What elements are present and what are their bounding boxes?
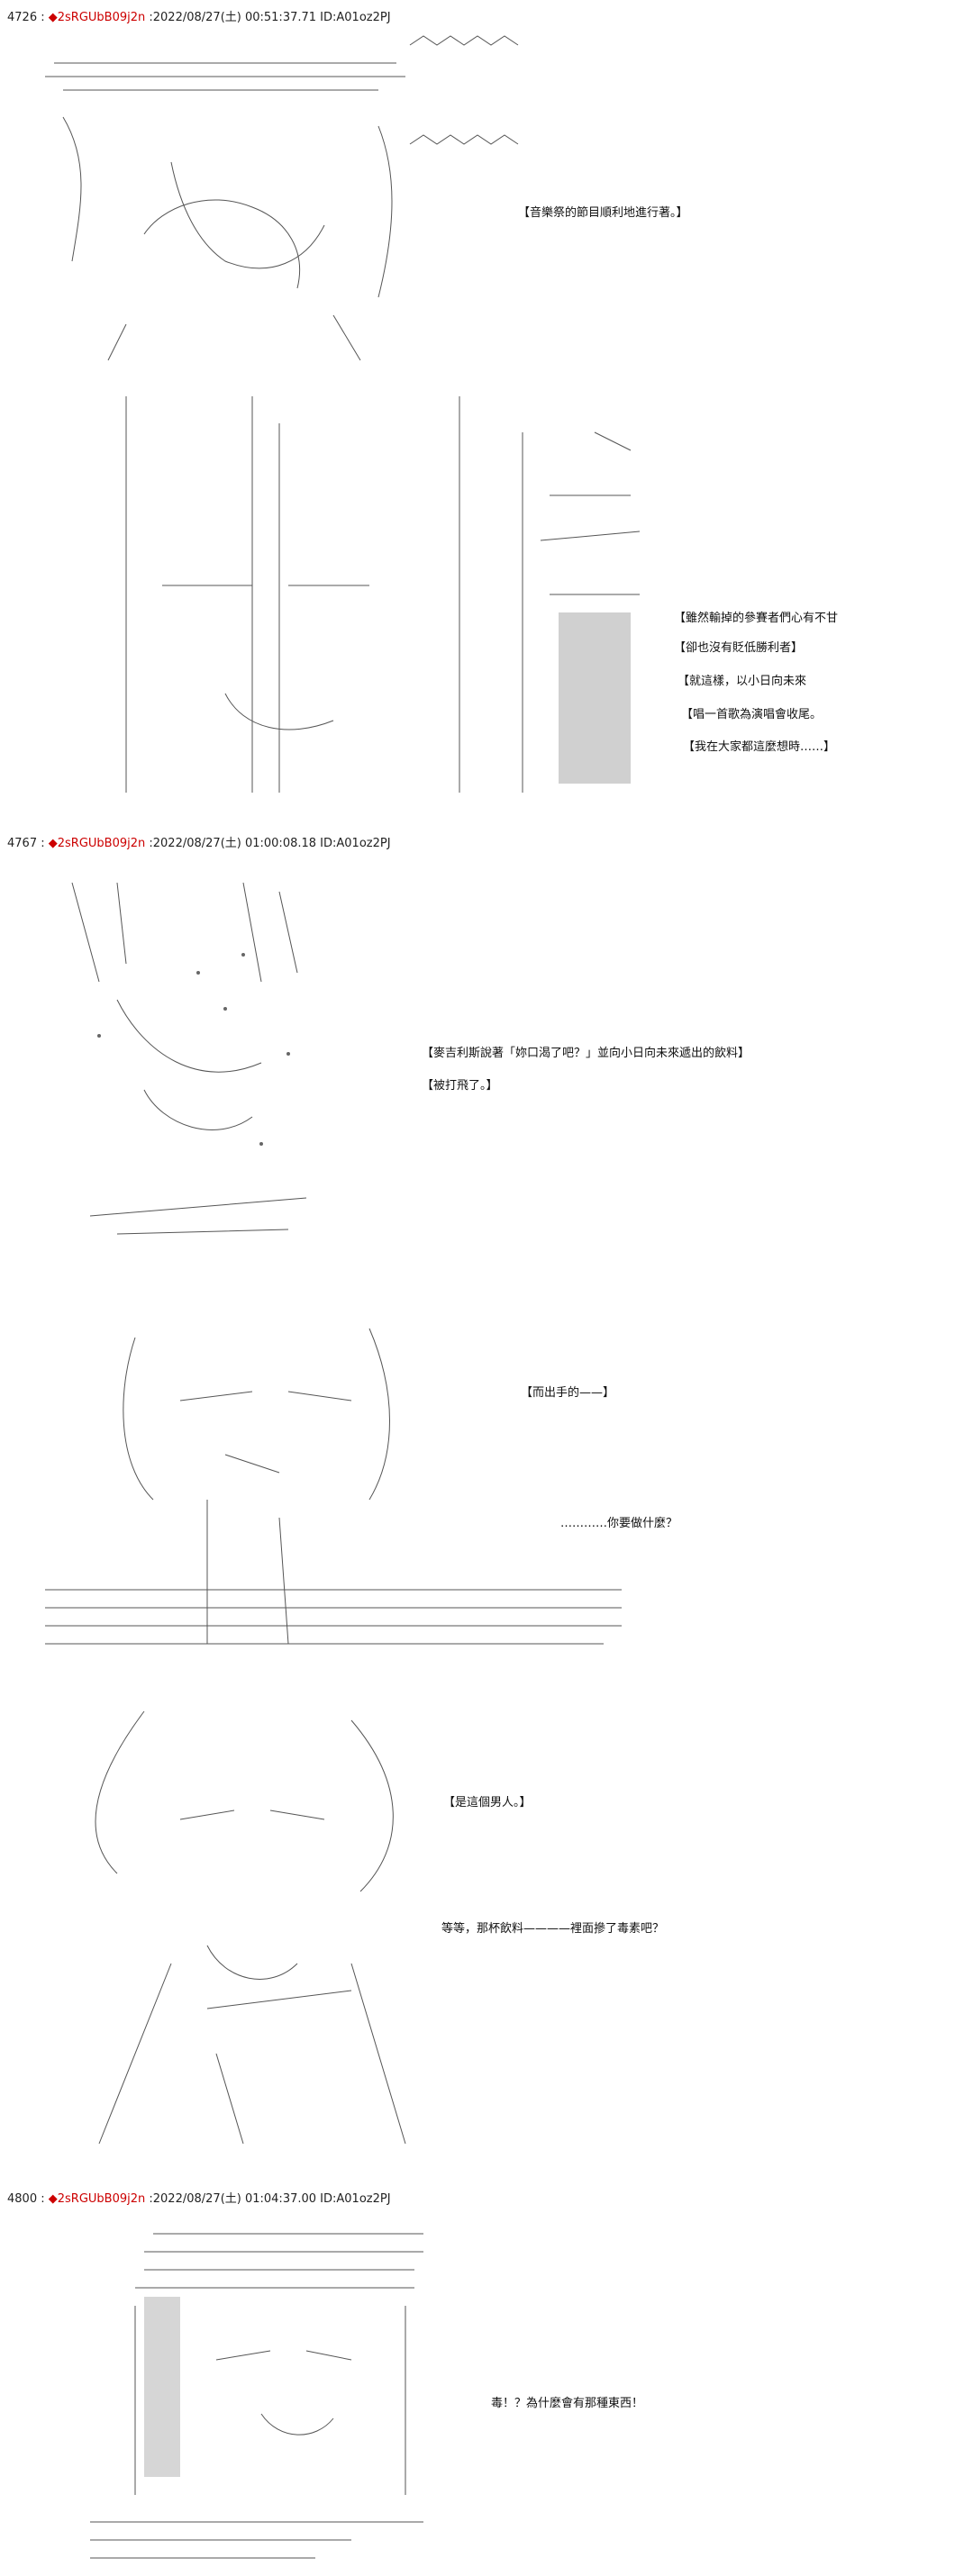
post-datetime: 2022/08/27(土) 01:04:37.00 [152,2192,317,2206]
narration-line: 【我在大家都這麼想時……】 [683,740,836,754]
poster-id[interactable]: ID:A01oz2PJ [320,11,391,24]
ascii-art-lineart [125,396,641,793]
narration-line: 【就這樣，以小日向未來 [677,675,807,688]
diamond-icon: ◆ [48,2192,58,2206]
post-datetime: 2022/08/27(土) 01:00:08.18 [152,837,317,850]
poster-id[interactable]: ID:A01oz2PJ [320,837,391,850]
ascii-art-lineart [45,1328,622,1645]
zigzag-lines [409,35,519,145]
ascii-art [63,874,324,1252]
narration-line: 【是這個男人。】 [443,1796,532,1810]
narration-line: 【被打飛了。】 [422,1079,498,1093]
narration-line: 【卻也沒有貶低勝利者】 [674,641,804,655]
narration-line: 【而出手的——】 [521,1386,615,1400]
zigzag-decoration [409,35,545,162]
ascii-art-lineart [95,1710,406,2145]
ascii-art-lineart [45,62,405,361]
ascii-art-lineart [71,882,307,1235]
narration-line: 【麥吉利斯說著「妳口渴了吧？」並向小日向未來遞出的飲料】 [422,1047,750,1060]
diamond-icon: ◆ [48,837,58,850]
narration-line: 【雖然輸掉的參賽者們心有不甘 [674,612,839,625]
post-datetime: 2022/08/27(土) 00:51:37.71 [152,11,317,24]
poster-name[interactable]: 2sRGUbB09j2n [57,2192,146,2206]
ascii-art-lineart [90,2233,423,2559]
dialogue-line: 毒！？為什麼會有那種東西！ [491,2397,644,2410]
poster-name[interactable]: 2sRGUbB09j2n [57,11,146,24]
poster-id[interactable]: ID:A01oz2PJ [320,2192,391,2206]
poster-name[interactable]: 2sRGUbB09j2n [57,837,146,850]
ascii-art [81,2225,441,2567]
post-number: 4726 [7,11,38,24]
ascii-art [45,1320,622,1680]
post-number: 4800 [7,2192,38,2206]
dialogue-line: …………你要做什麼？ [560,1517,678,1530]
ascii-art [63,1710,423,2171]
post-header: 4767 : ◆2sRGUbB09j2n :2022/08/27(土) 01:0… [7,837,391,850]
post-header: 4726 : ◆2sRGUbB09j2n :2022/08/27(土) 00:5… [7,11,391,24]
post-header: 4800 : ◆2sRGUbB09j2n :2022/08/27(土) 01:0… [7,2192,391,2206]
dialogue-line: 等等，那杯飲料————裡面摻了毒素吧？ [441,1922,665,1936]
ascii-art [54,396,703,802]
narration-line: 【音樂祭的節目順利地進行著。】 [518,206,688,220]
post-number: 4767 [7,837,38,850]
ascii-art [36,27,423,361]
diamond-icon: ◆ [48,11,58,24]
narration-line: 【唱一首歌為演唱會收尾。 [681,708,823,721]
